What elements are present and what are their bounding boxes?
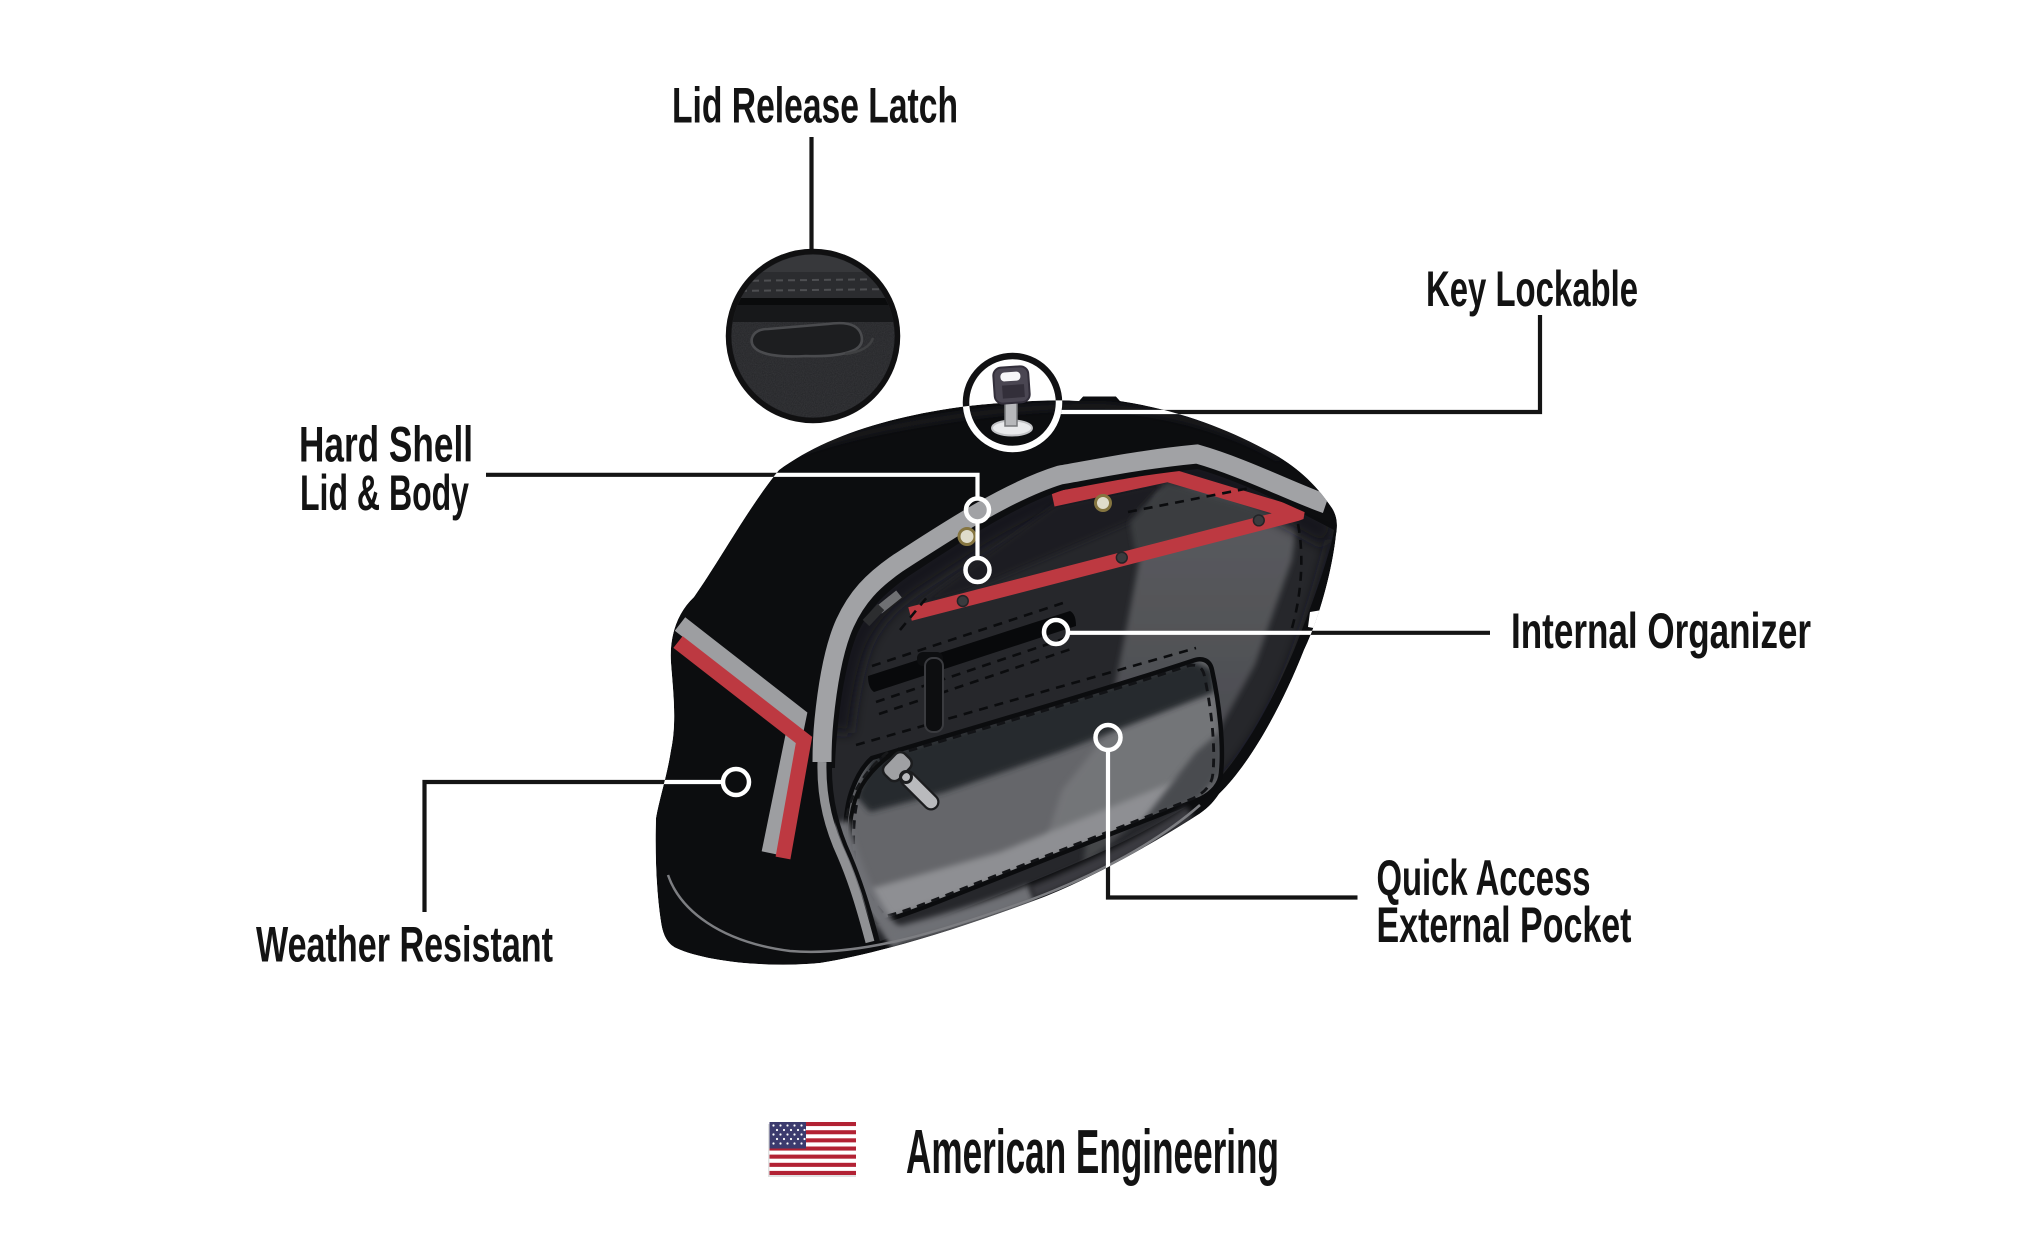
svg-text:Internal Organizer: Internal Organizer xyxy=(1511,603,1811,659)
svg-text:Key Lockable: Key Lockable xyxy=(1426,261,1638,317)
svg-text:Lid Release Latch: Lid Release Latch xyxy=(672,78,958,134)
svg-text:Weather Resistant: Weather Resistant xyxy=(256,917,553,973)
svg-text:External Pocket: External Pocket xyxy=(1377,897,1632,953)
svg-text:Lid & Body: Lid & Body xyxy=(300,465,469,521)
svg-text:American Engineering: American Engineering xyxy=(906,1118,1279,1187)
svg-text:Quick Access: Quick Access xyxy=(1377,850,1591,906)
svg-text:Hard Shell: Hard Shell xyxy=(299,417,473,473)
